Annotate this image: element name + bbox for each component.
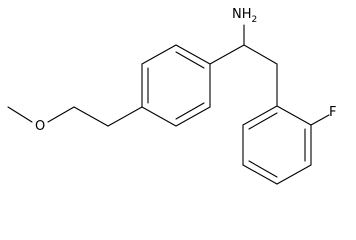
central-benzene-ring bbox=[141, 44, 211, 127]
fluorophenyl-ring bbox=[242, 105, 312, 185]
amine-label: NH2 bbox=[232, 7, 257, 25]
double-bond-line bbox=[248, 160, 278, 178]
bond-to-fluorine bbox=[310, 114, 330, 126]
bond bbox=[7, 106, 33, 123]
structure-canvas: NH2 O F bbox=[7, 7, 336, 185]
bond bbox=[243, 44, 278, 65]
bond bbox=[47, 106, 75, 123]
bond bbox=[141, 106, 177, 127]
double-bond-line bbox=[175, 102, 205, 120]
bond bbox=[276, 105, 312, 126]
bond bbox=[209, 44, 245, 65]
bond bbox=[73, 106, 109, 127]
molecule-drawing: NH2 O F bbox=[7, 7, 336, 185]
double-bond-line bbox=[248, 112, 278, 130]
bond bbox=[141, 44, 177, 65]
bond bbox=[107, 106, 143, 127]
bond bbox=[175, 106, 211, 127]
bond bbox=[175, 44, 211, 65]
fluorine-label: F bbox=[329, 105, 336, 120]
oxygen-label: O bbox=[35, 119, 45, 134]
bond bbox=[242, 105, 278, 126]
double-bond-line bbox=[175, 51, 205, 69]
bond bbox=[276, 164, 312, 185]
bond bbox=[242, 164, 278, 185]
